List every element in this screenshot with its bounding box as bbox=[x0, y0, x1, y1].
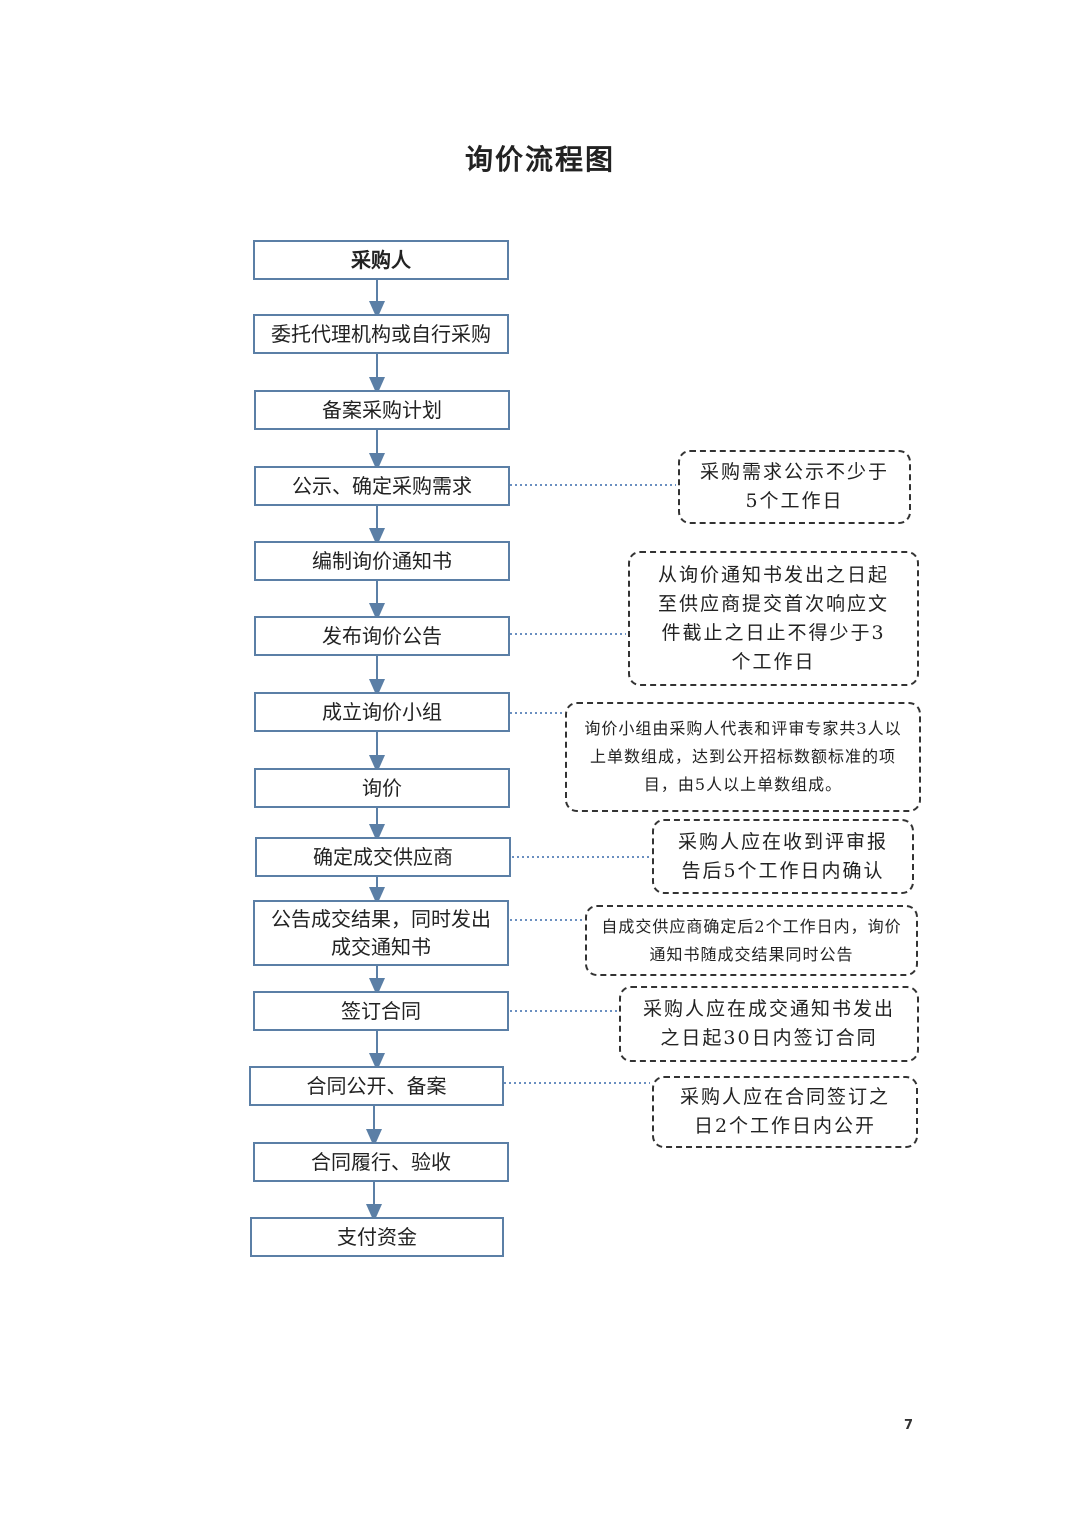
step-pay-funds: 支付资金 bbox=[250, 1217, 504, 1257]
note-notice-period: 从询价通知书发出之日起至供应商提交首次响应文件截止之日止不得少于3个工作日 bbox=[628, 551, 919, 686]
note-confirm-report: 采购人应在收到评审报告后5个工作日内确认 bbox=[652, 819, 914, 894]
step-contract-acceptance: 合同履行、验收 bbox=[253, 1142, 509, 1182]
step-contract-publicize: 合同公开、备案 bbox=[249, 1066, 504, 1106]
step-compile-notice: 编制询价通知书 bbox=[254, 541, 510, 581]
page-number: 7 bbox=[904, 1418, 914, 1433]
note-sign-deadline: 采购人应在成交通知书发出之日起30日内签订合同 bbox=[619, 986, 919, 1062]
step-determine-supplier: 确定成交供应商 bbox=[255, 837, 511, 877]
step-purchaser: 采购人 bbox=[253, 240, 509, 280]
step-publish-announcement: 发布询价公告 bbox=[254, 616, 510, 656]
note-result-announce: 自成交供应商确定后2个工作日内，询价通知书随成交结果同时公告 bbox=[585, 905, 918, 976]
note-demand-publicity: 采购需求公示不少于5个工作日 bbox=[678, 450, 911, 524]
note-panel-composition: 询价小组由采购人代表和评审专家共3人以上单数组成，达到公开招标数额标准的项目，由… bbox=[565, 702, 921, 812]
page-title: 询价流程图 bbox=[464, 143, 615, 176]
step-entrust-agency: 委托代理机构或自行采购 bbox=[253, 314, 509, 354]
step-file-plan: 备案采购计划 bbox=[254, 390, 510, 430]
note-contract-disclosure: 采购人应在合同签订之日2个工作日内公开 bbox=[652, 1076, 918, 1148]
step-inquiry: 询价 bbox=[254, 768, 510, 808]
step-publicize-demand: 公示、确定采购需求 bbox=[254, 466, 510, 506]
step-form-panel: 成立询价小组 bbox=[254, 692, 510, 732]
step-announce-result: 公告成交结果，同时发出成交通知书 bbox=[253, 900, 509, 966]
step-sign-contract: 签订合同 bbox=[253, 991, 509, 1031]
